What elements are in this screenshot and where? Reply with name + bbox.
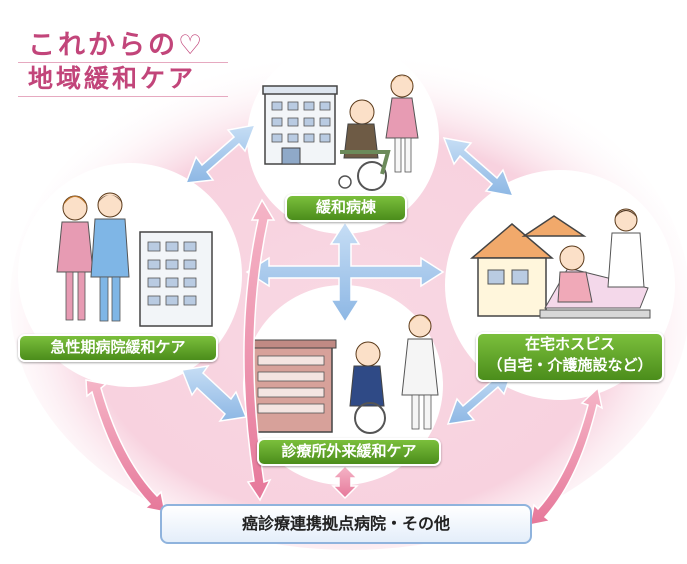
title-rule — [18, 96, 228, 97]
bottom-box: 癌診療連携拠点病院・その他 — [160, 504, 532, 544]
blue-arrows — [180, 124, 515, 425]
clinic-circle — [243, 285, 443, 485]
title-line1: これからの♡ — [28, 30, 206, 61]
arrow-center-cross — [245, 220, 445, 324]
label-clinic-outpatient: 診療所外来緩和ケア — [257, 438, 441, 466]
label-home-hospice: 在宅ホスピス （自宅・介護施設など） — [476, 332, 664, 382]
label-palliative-ward: 緩和病棟 — [285, 194, 407, 222]
clinic-illustration — [245, 314, 439, 434]
arrow-ward-acute — [184, 124, 257, 184]
arrow-home-bottom — [529, 386, 604, 526]
label-acute-hospital: 急性期病院緩和ケア — [18, 334, 218, 362]
acute-illustration — [56, 192, 213, 327]
arrow-clinic-bottom — [331, 464, 359, 500]
title-rule — [18, 62, 228, 63]
label-home-hospice-line2: （自宅・介護施設など） — [487, 356, 653, 374]
ward-illustration — [262, 74, 419, 191]
pink-arrows — [85, 198, 604, 526]
arrow-ward-home — [442, 137, 515, 197]
arrow-ward-bottom — [243, 198, 276, 502]
label-home-hospice-line1: 在宅ホスピス — [524, 335, 615, 353]
title-line2: 地域緩和ケア — [28, 64, 197, 93]
home-illustration — [469, 208, 651, 319]
